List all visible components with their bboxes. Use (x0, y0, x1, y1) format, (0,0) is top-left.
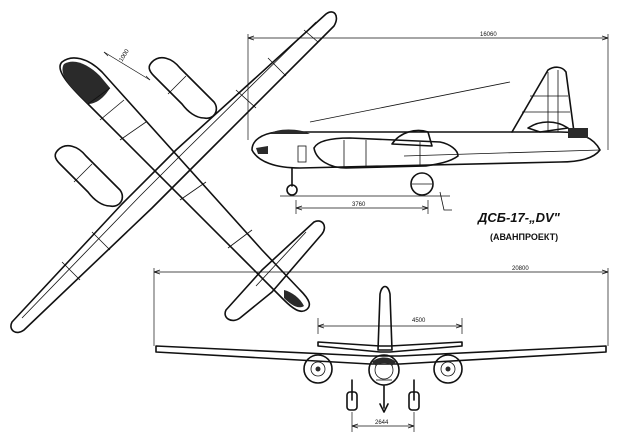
front-view: 20800 4500 2644 (153, 266, 609, 432)
side-view: 16060 3760 (247, 32, 609, 214)
dim-wing-root-offset: 1000 (119, 48, 132, 63)
plan-tailplane (224, 220, 326, 322)
plan-view: 1000 (10, 11, 338, 334)
side-nose-wheel (286, 184, 298, 196)
plan-wing (10, 11, 338, 334)
drawing-title: ДСБ-17-„DV" (477, 210, 561, 225)
plan-cockpit-glazing (62, 61, 110, 104)
front-fuselage (368, 354, 400, 386)
front-nacelle-left (303, 354, 333, 384)
dim-wingspan: 20800 (512, 266, 529, 272)
side-main-wheel (410, 172, 434, 196)
plan-tail-glazing (284, 290, 304, 308)
side-engine-nacelle (313, 137, 459, 169)
front-left-wheel (346, 391, 358, 411)
dim-tailplane-span: 4500 (412, 318, 426, 324)
drawing-subtitle: (АВАНПРОЕКТ) (490, 232, 558, 242)
front-tailplane (317, 341, 463, 353)
dim-wheelbase: 3760 (352, 202, 366, 208)
side-fin (511, 66, 575, 133)
front-nacelle-right (433, 354, 463, 384)
side-fuselage (251, 131, 601, 169)
dim-overall-length: 16060 (480, 32, 497, 38)
front-right-wheel (408, 391, 420, 411)
dim-main-gear-track: 2644 (375, 420, 389, 426)
side-cockpit-canopy (270, 129, 310, 134)
front-fin (377, 285, 393, 351)
plan-nacelle-lower (54, 144, 124, 208)
plan-nacelle-upper (148, 56, 218, 120)
